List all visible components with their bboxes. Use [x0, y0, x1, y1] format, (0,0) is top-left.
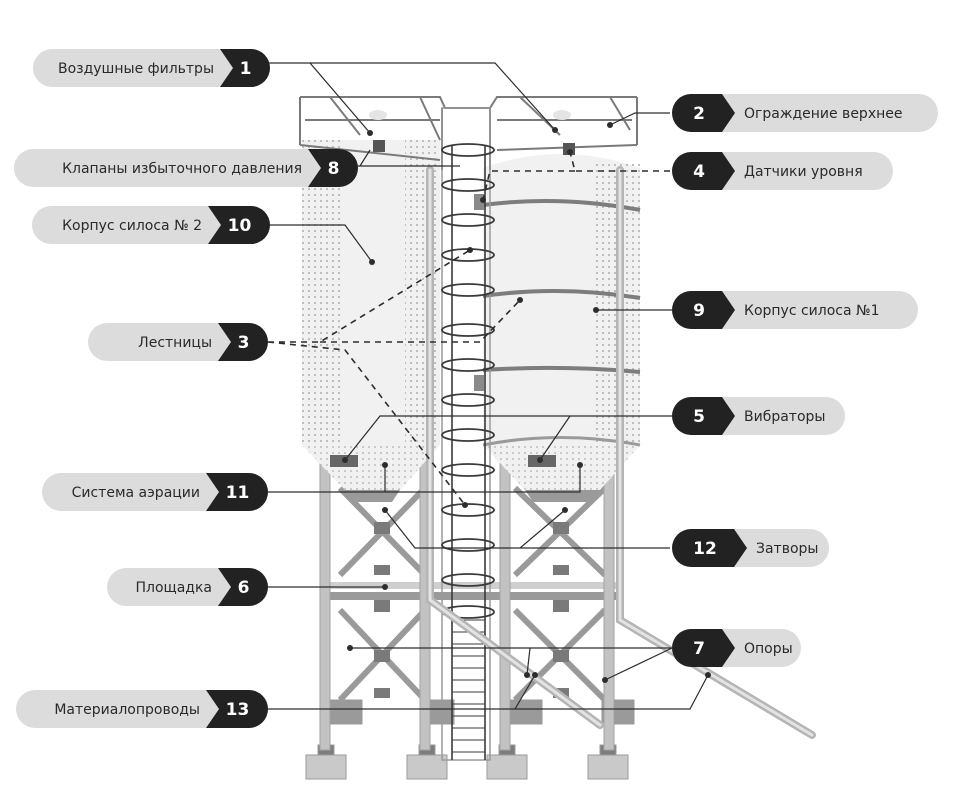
- callout-text: Материалопроводы: [54, 702, 200, 718]
- callout-number: 13: [226, 700, 250, 720]
- callout-badge: [672, 397, 735, 435]
- leader-dots: [342, 122, 711, 683]
- callout-badge: [220, 49, 270, 87]
- callout-number: 1: [240, 59, 252, 79]
- callout-number: 8: [328, 159, 340, 179]
- callout-badge: [218, 323, 268, 361]
- callout-badge: [218, 568, 268, 606]
- callout-labels: 1 Воздушные фильтры 2 Ограждение верхнее 3 Ле…: [14, 49, 938, 728]
- callout-korp2: 10 Корпус силоса № 2: [32, 206, 270, 244]
- callout-aer: 11 Система аэрации: [42, 473, 268, 511]
- callout-text: Датчики уровня: [744, 164, 863, 180]
- callout-text: Вибраторы: [744, 409, 825, 425]
- callout-badge: [672, 152, 735, 190]
- callout-badge: [206, 690, 268, 728]
- callout-text: Система аэрации: [72, 485, 200, 501]
- callout-badge: [672, 529, 747, 567]
- callout-number: 3: [238, 333, 250, 353]
- callout-text: Корпус силоса №1: [744, 303, 879, 319]
- callout-text: Затворы: [756, 541, 818, 557]
- callout-number: 5: [693, 407, 705, 427]
- callout-badge: [206, 473, 268, 511]
- callout-pill: [16, 690, 268, 728]
- callout-vozd: 1 Воздушные фильтры: [33, 49, 270, 87]
- callout-badge: [208, 206, 270, 244]
- callout-number: 9: [693, 301, 705, 321]
- callout-pill: [88, 323, 268, 361]
- callout-text: Корпус силоса № 2: [62, 218, 202, 234]
- callout-badge: [672, 94, 735, 132]
- callout-text: Воздушные фильтры: [58, 61, 214, 77]
- callout-badge: [672, 629, 735, 667]
- callout-datch: 4 Датчики уровня: [672, 152, 893, 190]
- callout-opory: 7 Опоры: [672, 629, 801, 667]
- material-pipes: [426, 166, 816, 739]
- callout-text: Ограждение верхнее: [744, 106, 902, 122]
- callout-korp1: 9 Корпус силоса №1: [672, 291, 918, 329]
- callout-badge: [672, 291, 735, 329]
- callout-lestn: 3 Лестницы: [88, 323, 268, 361]
- callout-zatv: 12 Затворы: [672, 529, 829, 567]
- ladder-cage: [441, 143, 495, 760]
- silo-body-2: [302, 140, 440, 502]
- callout-number: 10: [228, 216, 252, 236]
- callout-mater: 13 Материалопроводы: [16, 690, 268, 728]
- callout-pill: [42, 473, 268, 511]
- callout-text: Площадка: [135, 580, 212, 596]
- leader-lines: [267, 62, 709, 710]
- callout-pill: [672, 291, 918, 329]
- callout-number: 11: [226, 483, 250, 503]
- callout-text: Клапаны избыточного давления: [62, 161, 302, 177]
- callout-pill: [33, 49, 270, 87]
- callout-text: Лестницы: [138, 335, 212, 351]
- callout-number: 4: [693, 162, 705, 182]
- callout-ograzh: 2 Ограждение верхнее: [672, 94, 938, 132]
- callout-number: 6: [238, 578, 250, 598]
- callout-text: Опоры: [744, 641, 793, 657]
- callout-number: 7: [693, 639, 705, 659]
- callout-pill: [672, 94, 938, 132]
- callout-vibr: 5 Вибраторы: [672, 397, 845, 435]
- callout-number: 2: [693, 104, 705, 124]
- callout-number: 12: [693, 539, 717, 559]
- callout-badge: [308, 149, 358, 187]
- callout-pill: [14, 149, 358, 187]
- callout-ploshch: 6 Площадка: [107, 568, 268, 606]
- callout-klap: 8 Клапаны избыточного давления: [14, 149, 358, 187]
- silo-body-1: [482, 154, 641, 502]
- callout-pill: [32, 206, 270, 244]
